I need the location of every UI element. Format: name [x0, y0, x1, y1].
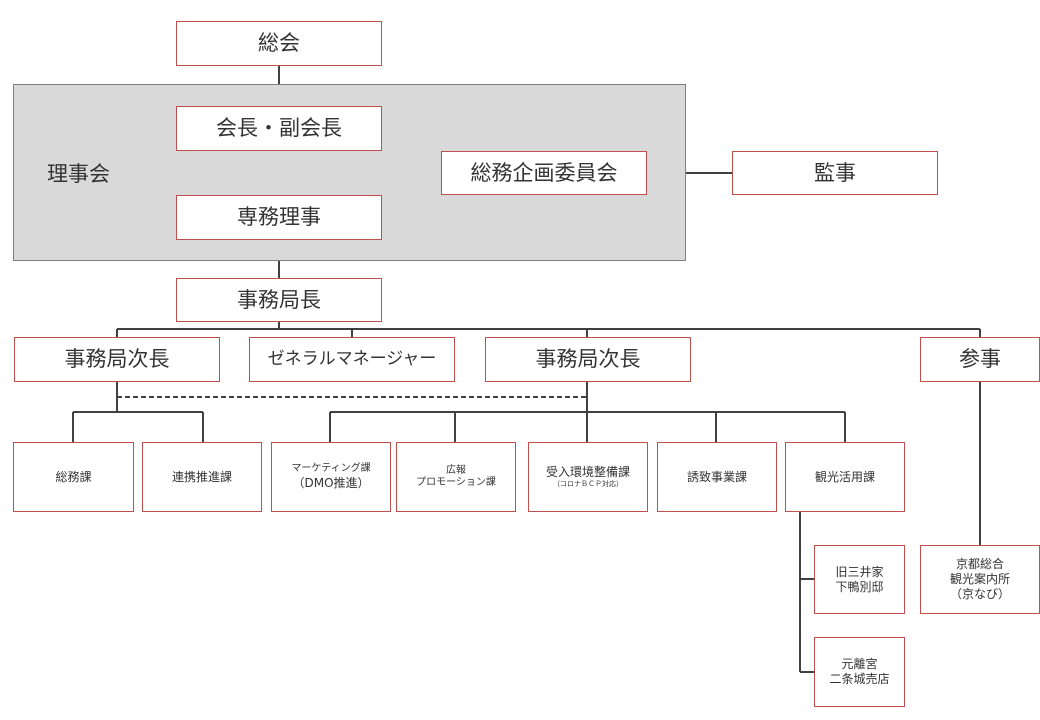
marketing-line1: マーケティング課 — [291, 463, 371, 475]
deputy-left-box: 事務局次長 — [14, 337, 220, 382]
nijo-line1: 元離宮 — [841, 657, 878, 671]
counselor-box: 参事 — [920, 337, 1040, 382]
mitsui-line1: 旧三井家 — [835, 564, 884, 579]
mitsui-villa-box: 旧三井家 下鴨別邸 — [814, 545, 905, 614]
kyonavi-line2: 観光案内所 — [949, 572, 1010, 586]
marketing-line2: （DMO推進） — [292, 475, 370, 490]
planning-committee-box: 総務企画委員会 — [441, 151, 647, 195]
pr-line2: プロモーション課 — [416, 477, 496, 488]
pr-box: 広報 プロモーション課 — [396, 442, 516, 512]
nijo-shop-box: 元離宮 二条城売店 — [814, 637, 905, 707]
executive-director-box: 専務理事 — [176, 195, 382, 240]
reception-box: 受入環境整備課 （コロナＢＣＰ対応） — [528, 442, 648, 512]
secretary-general-box: 事務局長 — [176, 278, 382, 322]
reception-line2: （コロナＢＣＰ対応） — [553, 480, 623, 489]
attraction-box: 誘致事業課 — [657, 442, 777, 512]
chair-box: 会長・副会長 — [176, 106, 382, 151]
general-affairs-box: 総務課 — [13, 442, 134, 512]
kyonavi-line1: 京都総合 — [955, 557, 1004, 571]
reception-line1: 受入環境整備課 — [545, 465, 630, 480]
tourism-use-box: 観光活用課 — [785, 442, 905, 512]
mitsui-line2: 下鴨別邸 — [835, 579, 884, 594]
deputy-right-box: 事務局次長 — [485, 337, 691, 382]
nijo-line2: 二条城売店 — [829, 672, 890, 686]
marketing-box: マーケティング課 （DMO推進） — [271, 442, 391, 512]
general-manager-box: ゼネラルマネージャー — [249, 337, 455, 382]
general-meeting-box: 総会 — [176, 21, 382, 66]
board-label: 理事会 — [47, 162, 110, 186]
pr-line1: 広報 — [446, 464, 466, 476]
coordination-box: 連携推進課 — [142, 442, 262, 512]
auditor-box: 監事 — [732, 151, 938, 195]
kyonavi-box: 京都総合 観光案内所 （京なび） — [920, 545, 1040, 614]
kyonavi-line3: （京なび） — [949, 587, 1010, 601]
